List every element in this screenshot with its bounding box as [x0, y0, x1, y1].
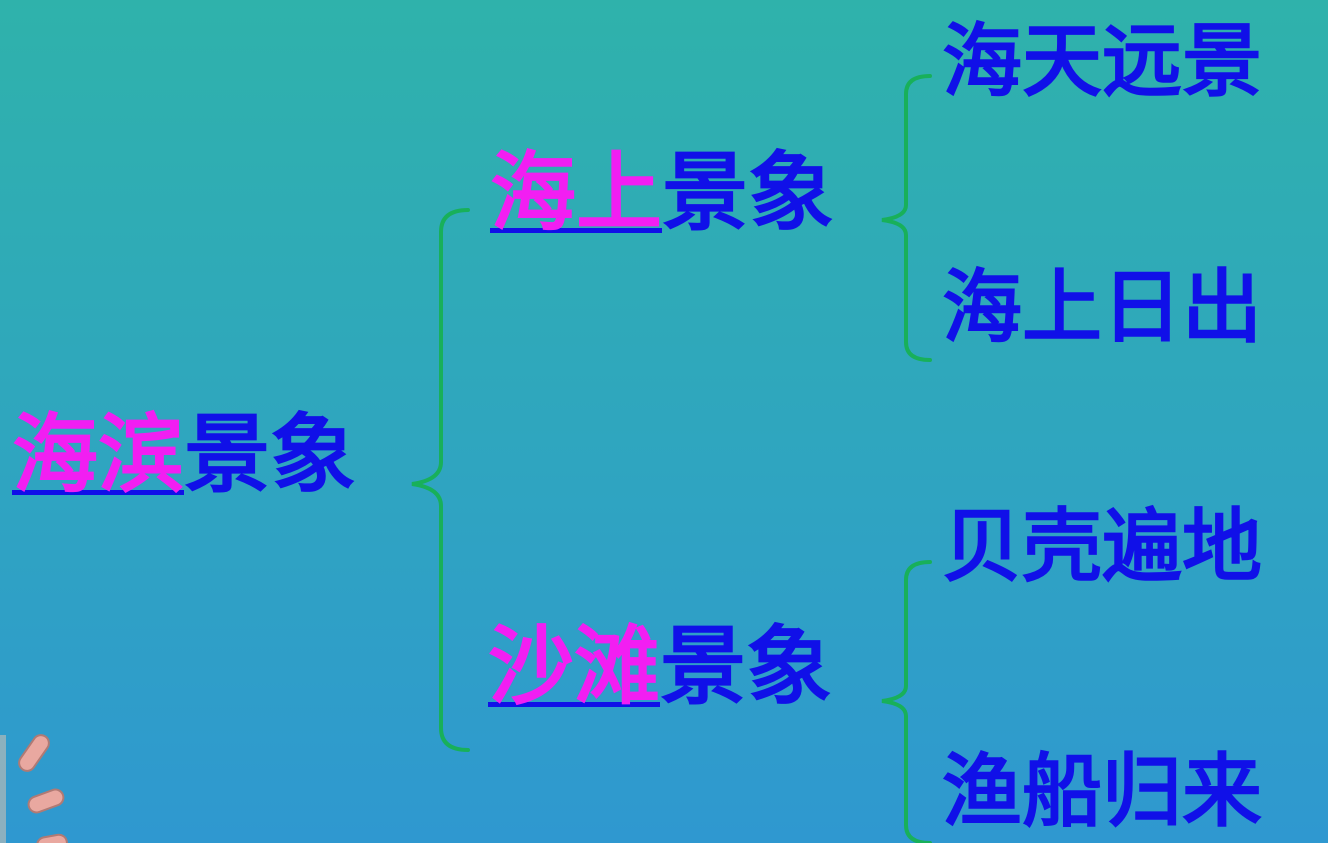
branch-node-1: 海上景象 [490, 150, 834, 236]
branch-1-highlight: 海上 [490, 143, 662, 243]
leaf-4: 渔船归来 [942, 745, 1262, 838]
branch2-bracket [881, 560, 932, 843]
root-highlight: 海滨 [12, 405, 184, 505]
shell-ornament-icon [0, 734, 68, 843]
leaf-2: 海上日出 [942, 261, 1262, 354]
root-text: 景象 [184, 405, 356, 505]
branch-2-text: 景象 [660, 617, 832, 717]
leaf-1: 海天远景 [942, 15, 1262, 108]
branch-2-highlight: 沙滩 [488, 617, 660, 717]
leaf-3: 贝壳遍地 [942, 500, 1262, 593]
branch1-bracket [881, 74, 932, 362]
root-node: 海滨景象 [12, 412, 356, 498]
branch-node-2: 沙滩景象 [488, 624, 832, 710]
root-bracket [411, 208, 470, 752]
branch-1-text: 景象 [662, 143, 834, 243]
